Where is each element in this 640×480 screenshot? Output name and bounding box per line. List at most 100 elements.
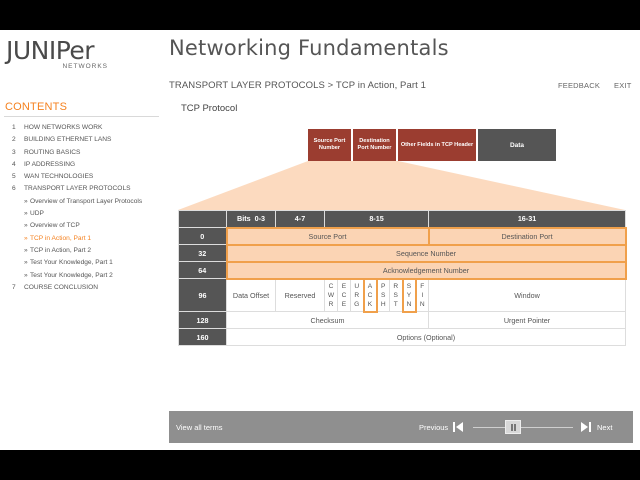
next-label[interactable]: Next xyxy=(597,423,613,432)
offset-0: 0 xyxy=(178,227,227,245)
flag-letter: T xyxy=(393,300,398,308)
page-title: TCP Protocol xyxy=(181,103,238,114)
flag-letter: C xyxy=(328,282,334,290)
toc-bullet: » xyxy=(24,234,28,242)
exit-link[interactable]: EXIT xyxy=(614,81,632,90)
toc-label: TCP in Action, Part 2 xyxy=(30,246,92,254)
toc-subitem-test-knowledge-1[interactable]: »Test Your Knowledge, Part 1 xyxy=(0,259,160,267)
next-icon[interactable] xyxy=(580,421,592,433)
table-row: 64 Acknowledgement Number xyxy=(178,260,627,280)
flag-letter: N xyxy=(419,300,425,308)
view-all-terms-link[interactable]: View all terms xyxy=(176,423,223,432)
destination-port-field[interactable]: Destination Port xyxy=(427,226,627,246)
toc-label: Overview of Transport Layer Protocols xyxy=(30,197,143,205)
data-offset-field: Data Offset xyxy=(226,278,276,312)
toc-number: 1 xyxy=(12,124,16,131)
ack-number-field[interactable]: Acknowledgement Number xyxy=(225,260,627,280)
contents-title: CONTENTS xyxy=(5,101,68,113)
flag-letter: U xyxy=(354,282,360,290)
flag-letter: F xyxy=(420,282,425,290)
table-row: 0 Source Port Destination Port xyxy=(178,226,627,246)
flag-letter: K xyxy=(367,300,373,308)
progress-track[interactable] xyxy=(473,427,573,428)
toc-label: Overview of TCP xyxy=(30,222,80,230)
toc-bullet: » xyxy=(24,222,28,230)
toc-subitem-overview-transport[interactable]: »Overview of Transport Layer Protocols xyxy=(0,198,160,206)
toc-bullet: » xyxy=(24,259,28,267)
flag-letter: E xyxy=(341,282,347,290)
toc-number: 4 xyxy=(12,160,16,168)
offset-32: 32 xyxy=(178,244,227,262)
toc-label: BUILDING ETHERNET LANS xyxy=(24,136,112,144)
toc-item-building-ethernet-lans[interactable]: 2 BUILDING ETHERNET LANS xyxy=(0,136,160,144)
toc-number: 6 xyxy=(12,185,16,193)
bits-0-3: Bits 0-3 xyxy=(226,210,276,228)
flag-letter: R xyxy=(354,291,360,299)
toc-label: TRANSPORT LAYER PROTOCOLS xyxy=(24,185,131,193)
flag-letter: S xyxy=(381,291,386,299)
flag-letter: R xyxy=(393,282,399,290)
toc-number: 3 xyxy=(12,148,16,156)
toc-label: Test Your Knowledge, Part 1 xyxy=(30,259,113,267)
previous-label[interactable]: Previous xyxy=(419,423,449,432)
reserved-field: Reserved xyxy=(275,278,325,312)
segment-destination-port[interactable]: Destination Port Number xyxy=(353,129,396,161)
window-field: Window xyxy=(428,278,627,312)
sequence-number-field[interactable]: Sequence Number xyxy=(225,243,627,263)
toc-number: 5 xyxy=(12,173,16,181)
options-field: Options (Optional) xyxy=(225,328,627,346)
toc-subitem-overview-tcp[interactable]: »Overview of TCP xyxy=(0,222,160,230)
flag-letter: S xyxy=(393,291,398,299)
pause-button[interactable] xyxy=(505,420,521,434)
segment-data[interactable]: Data xyxy=(478,129,556,161)
flag-letter: N xyxy=(406,300,412,308)
table-row: 160 Options (Optional) xyxy=(178,328,627,346)
toc-label: IP ADDRESSING xyxy=(24,160,76,168)
logo-subtext: NETWORKS xyxy=(62,63,108,70)
urgent-pointer-field: Urgent Pointer xyxy=(428,311,627,329)
source-port-field[interactable]: Source Port xyxy=(225,226,430,246)
toc-subitem-udp[interactable]: »UDP xyxy=(0,210,160,218)
table-row: 32 Sequence Number xyxy=(178,243,627,263)
toc-number: 2 xyxy=(12,136,16,144)
bits-label: Bits xyxy=(237,214,251,224)
flag-letter: E xyxy=(341,300,347,308)
flag-letter: W xyxy=(327,291,335,299)
course-title: Networking Fundamentals xyxy=(169,36,449,60)
previous-icon[interactable] xyxy=(452,421,464,433)
offset-128: 128 xyxy=(178,311,227,329)
toc-item-routing-basics[interactable]: 3 ROUTING BASICS xyxy=(0,149,160,157)
toc-bullet: » xyxy=(24,246,28,254)
bits-16-31: 16-31 xyxy=(428,210,627,228)
tcp-header-table: Bits 0-3 4-7 8-15 16-31 0 Source Port De… xyxy=(178,210,627,346)
flag-letter: P xyxy=(381,282,386,290)
toc-label: Test Your Knowledge, Part 2 xyxy=(30,271,113,279)
segment-source-port[interactable]: Source Port Number xyxy=(308,129,351,161)
toc-item-transport-layer-protocols[interactable]: 6 TRANSPORT LAYER PROTOCOLS xyxy=(0,185,160,193)
toc-subitem-tcp-action-1[interactable]: »TCP in Action, Part 1 xyxy=(0,235,160,243)
header-offset-cell xyxy=(178,210,227,228)
toc-label: ROUTING BASICS xyxy=(24,148,81,156)
segment-other-fields[interactable]: Other Fields in TCP Header xyxy=(398,129,476,161)
divider xyxy=(4,116,159,117)
feedback-link[interactable]: FEEDBACK xyxy=(558,81,601,90)
flag-letter: G xyxy=(354,300,360,308)
toc-subitem-tcp-action-2[interactable]: »TCP in Action, Part 2 xyxy=(0,247,160,255)
toc-bullet: » xyxy=(24,210,28,218)
toc-item-ip-addressing[interactable]: 4 IP ADDRESSING xyxy=(0,161,160,169)
toc-subitem-test-knowledge-2[interactable]: »Test Your Knowledge, Part 2 xyxy=(0,272,160,280)
content-panel: TCP Protocol Source Port Number Destinat… xyxy=(169,98,633,409)
flag-letter: R xyxy=(328,300,334,308)
table-row: 128 Checksum Urgent Pointer xyxy=(178,311,627,329)
